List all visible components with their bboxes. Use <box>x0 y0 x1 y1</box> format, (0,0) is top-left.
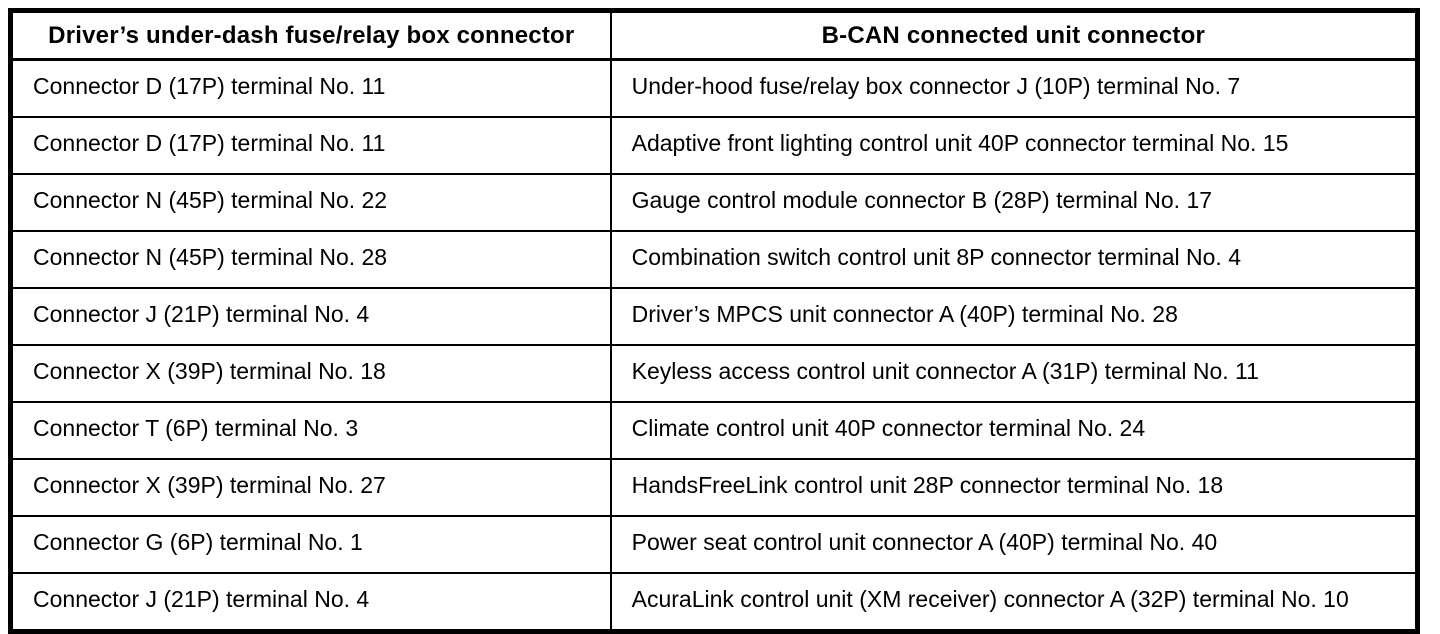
table-header-row: Driver’s under-dash fuse/relay box conne… <box>9 9 1419 61</box>
cell-bcan-unit: Adaptive front lighting control unit 40P… <box>609 116 1419 175</box>
table-row: Connector N (45P) terminal No. 28 Combin… <box>9 230 1419 289</box>
cell-bcan-unit: Under-hood fuse/relay box connector J (1… <box>609 58 1419 118</box>
table-row: Connector X (39P) terminal No. 27 HandsF… <box>9 458 1419 517</box>
document-page: Driver’s under-dash fuse/relay box conne… <box>8 8 1420 634</box>
cell-underdash: Connector N (45P) terminal No. 22 <box>9 173 612 232</box>
cell-underdash: Connector X (39P) terminal No. 18 <box>9 344 612 403</box>
table-row: Connector J (21P) terminal No. 4 Driver’… <box>9 287 1419 346</box>
cell-bcan-unit: Driver’s MPCS unit connector A (40P) ter… <box>609 287 1419 346</box>
table-row: Connector X (39P) terminal No. 18 Keyles… <box>9 344 1419 403</box>
header-bcan-unit-connector: B-CAN connected unit connector <box>609 9 1419 61</box>
cell-bcan-unit: Keyless access control unit connector A … <box>609 344 1419 403</box>
table-row: Connector T (6P) terminal No. 3 Climate … <box>9 401 1419 460</box>
cell-underdash: Connector T (6P) terminal No. 3 <box>9 401 612 460</box>
cell-underdash: Connector D (17P) terminal No. 11 <box>9 116 612 175</box>
bcan-connector-table: Driver’s under-dash fuse/relay box conne… <box>8 8 1420 634</box>
cell-bcan-unit: Climate control unit 40P connector termi… <box>609 401 1419 460</box>
cell-bcan-unit: Power seat control unit connector A (40P… <box>609 515 1419 574</box>
table-row: Connector G (6P) terminal No. 1 Power se… <box>9 515 1419 574</box>
table-row: Connector D (17P) terminal No. 11 Adapti… <box>9 116 1419 175</box>
cell-underdash: Connector J (21P) terminal No. 4 <box>9 287 612 346</box>
table-row: Connector J (21P) terminal No. 4 AcuraLi… <box>9 572 1419 633</box>
table-row: Connector D (17P) terminal No. 11 Under-… <box>9 58 1419 118</box>
cell-underdash: Connector X (39P) terminal No. 27 <box>9 458 612 517</box>
cell-bcan-unit: HandsFreeLink control unit 28P connector… <box>609 458 1419 517</box>
cell-underdash: Connector D (17P) terminal No. 11 <box>9 58 612 118</box>
cell-underdash: Connector G (6P) terminal No. 1 <box>9 515 612 574</box>
cell-bcan-unit: AcuraLink control unit (XM receiver) con… <box>609 572 1419 633</box>
cell-bcan-unit: Gauge control module connector B (28P) t… <box>609 173 1419 232</box>
cell-underdash: Connector J (21P) terminal No. 4 <box>9 572 612 633</box>
cell-bcan-unit: Combination switch control unit 8P conne… <box>609 230 1419 289</box>
cell-underdash: Connector N (45P) terminal No. 28 <box>9 230 612 289</box>
table-row: Connector N (45P) terminal No. 22 Gauge … <box>9 173 1419 232</box>
header-underdash-connector: Driver’s under-dash fuse/relay box conne… <box>9 9 612 61</box>
